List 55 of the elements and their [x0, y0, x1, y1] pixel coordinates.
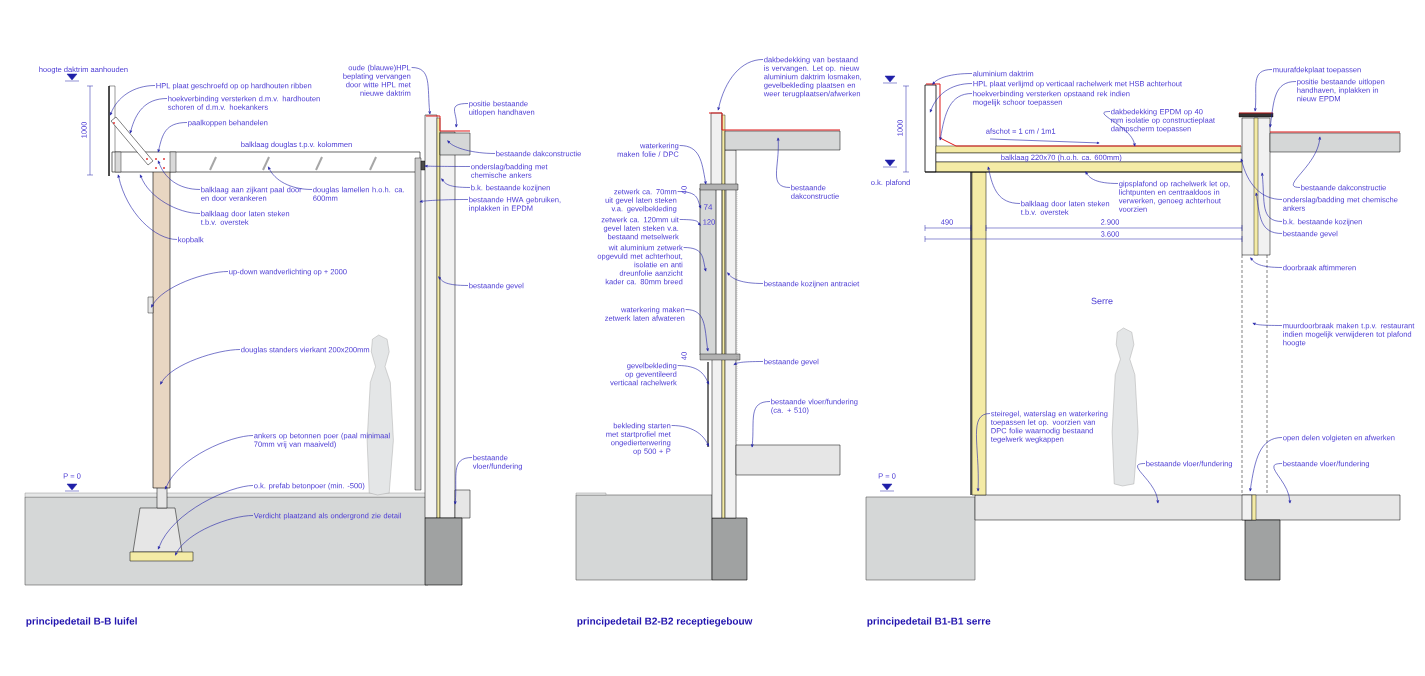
leader-line: [175, 515, 254, 556]
leader-line: [987, 166, 1021, 204]
leader-line: [268, 166, 313, 190]
leader-line: [157, 122, 188, 153]
leader-line: [671, 425, 709, 447]
detail-title: principedetail B2-B2 receptiegebouw: [577, 617, 753, 627]
dimension-value: 74: [703, 204, 713, 210]
leader-line: [158, 485, 254, 550]
leader-line: [1255, 192, 1283, 234]
leader-line: [419, 199, 469, 203]
leader-line: [438, 276, 469, 286]
leader-line: [717, 59, 764, 111]
leader-line: [1137, 463, 1159, 504]
leader-line: [679, 145, 707, 185]
leader-line: [939, 93, 973, 141]
leader-line: [454, 457, 473, 505]
leader-line: [1269, 81, 1297, 128]
room-label: Serre: [1091, 297, 1113, 305]
detail-title: principedetail B1-B1 serre: [867, 617, 991, 627]
canopy-section-drawing: [24, 73, 471, 586]
leader-line: [424, 164, 471, 168]
leader-line: [454, 103, 469, 128]
leader-line: [930, 83, 973, 113]
leader-line: [117, 174, 178, 240]
leader-line: [411, 67, 431, 115]
leader-line: [776, 137, 791, 188]
leader-line: [140, 174, 201, 214]
leader-line: [685, 309, 709, 352]
leader-line: [1249, 437, 1283, 492]
leader-line: [1250, 257, 1283, 268]
leader-line: [1240, 158, 1283, 200]
leader-line: [441, 178, 471, 188]
leader-line: [932, 73, 973, 85]
leader-line: [677, 191, 701, 209]
leader-line: [1252, 322, 1283, 326]
leader-line: [447, 140, 496, 154]
leader-line: [727, 272, 764, 284]
leader-line: [129, 98, 168, 134]
leader-line: [1254, 69, 1273, 112]
leader-line: [751, 401, 771, 448]
leader-line: [165, 435, 254, 490]
leader-line: [683, 247, 707, 272]
leader-line: [1261, 172, 1283, 222]
leader-line: [151, 271, 229, 308]
leader-line: [679, 219, 701, 226]
leader-line: [1103, 111, 1136, 147]
leader-line: [733, 361, 764, 365]
leader-line: [158, 160, 201, 190]
leader-line: [1085, 171, 1119, 184]
leader-line: [110, 85, 156, 116]
leader-line: [677, 365, 709, 385]
leader-line: [160, 349, 241, 385]
leader-line: [1293, 136, 1321, 188]
leader-line: [1273, 463, 1292, 504]
detail-title: principedetail B-B luifel: [26, 617, 137, 627]
